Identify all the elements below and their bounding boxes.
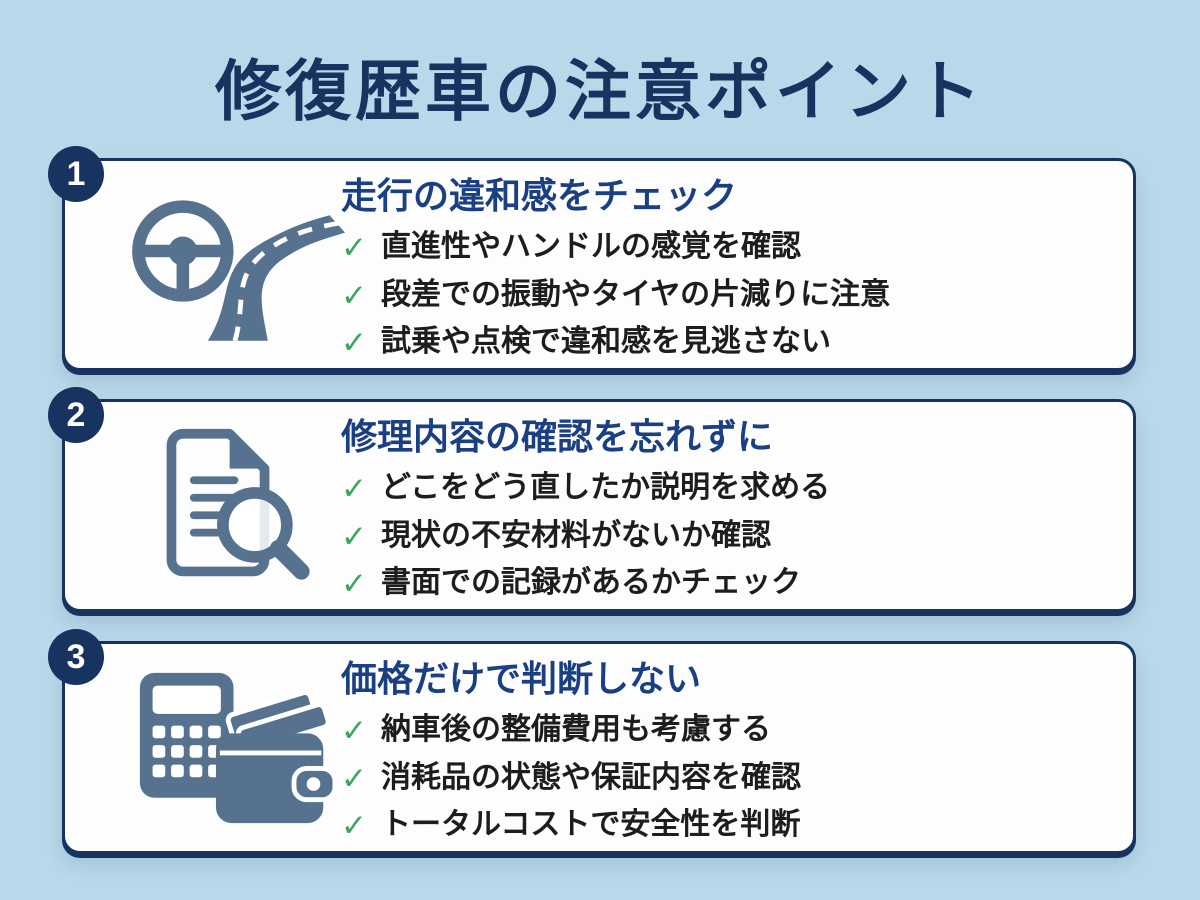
card-number-badge: 2: [48, 387, 104, 443]
page-title: 修復歴車の注意ポイント: [215, 54, 985, 128]
check-icon: ✓: [341, 518, 367, 554]
card-content: 走行の違和感をチェック ✓ 直進性やハンドルの感覚を確認 ✓ 段差での振動やタイ…: [341, 174, 1117, 370]
check-icon: ✓: [341, 324, 367, 360]
list-item: ✓ 段差での振動やタイヤの片減りに注意: [341, 276, 1117, 315]
list-item-text: 段差での振動やタイヤの片減りに注意: [380, 277, 891, 311]
steering-wheel-road-icon: [111, 161, 357, 368]
check-icon: ✓: [341, 277, 367, 313]
card-content: 修理内容の確認を忘れずに ✓ どこをどう直したか説明を求める ✓ 現状の不安材料…: [341, 415, 1117, 611]
check-icon: ✓: [341, 713, 367, 749]
list-item: ✓ 消耗品の状態や保証内容を確認: [341, 759, 1117, 798]
card-number: 1: [66, 154, 86, 193]
list-item-text: トータルコストで安全性を判断: [380, 807, 801, 841]
card-number-badge: 3: [48, 629, 104, 685]
list-item: ✓ どこをどう直したか説明を求める: [341, 469, 1117, 508]
card-number: 3: [66, 637, 86, 676]
card-repair-details: 2 修理内容の確認を忘れずに ✓ どこをどう直したか説明を求める ✓ 現状の不安…: [48, 387, 1136, 612]
list-item-text: 現状の不安材料がないか確認: [380, 518, 771, 552]
card-heading: 修理内容の確認を忘れずに: [341, 416, 774, 457]
card-content: 価格だけで判断しない ✓ 納車後の整備費用も考慮する ✓ 消耗品の状態や保証内容…: [341, 657, 1117, 853]
list-item-text: 試乗や点検で違和感を見逃さない: [380, 324, 831, 358]
document-magnifier-icon: [111, 402, 357, 609]
check-icon: ✓: [341, 807, 367, 843]
card-heading: 走行の違和感をチェック: [341, 175, 738, 216]
calculator-wallet-icon: [111, 644, 357, 851]
card-number: 2: [66, 395, 86, 434]
card-price-judgement: 3 価格だけで判断しない ✓: [48, 629, 1136, 854]
list-item: ✓ 現状の不安材料がないか確認: [341, 517, 1117, 556]
list-item: ✓ 直進性やハンドルの感覚を確認: [341, 228, 1117, 267]
list-item: ✓ 書面での記録があるかチェック: [341, 564, 1117, 603]
card-heading: 価格だけで判断しない: [341, 658, 702, 699]
card-driving-check: 1 走行の違和感をチェック ✓ 直進性やハンドルの感覚を確認 ✓ 段差での振動や…: [48, 146, 1136, 371]
check-icon: ✓: [341, 471, 367, 507]
check-icon: ✓: [341, 230, 367, 266]
list-item-text: 消耗品の状態や保証内容を確認: [380, 760, 801, 794]
list-item: ✓ トータルコストで安全性を判断: [341, 806, 1117, 845]
check-icon: ✓: [341, 760, 367, 796]
list-item: ✓ 納車後の整備費用も考慮する: [341, 711, 1117, 750]
list-item-text: 納車後の整備費用も考慮する: [380, 713, 771, 747]
list-item-text: 直進性やハンドルの感覚を確認: [380, 230, 801, 264]
list-item: ✓ 試乗や点検で違和感を見逃さない: [341, 323, 1117, 362]
check-icon: ✓: [341, 565, 367, 601]
card-number-badge: 1: [48, 146, 104, 202]
list-item-text: 書面での記録があるかチェック: [380, 565, 801, 599]
list-item-text: どこをどう直したか説明を求める: [380, 471, 831, 505]
